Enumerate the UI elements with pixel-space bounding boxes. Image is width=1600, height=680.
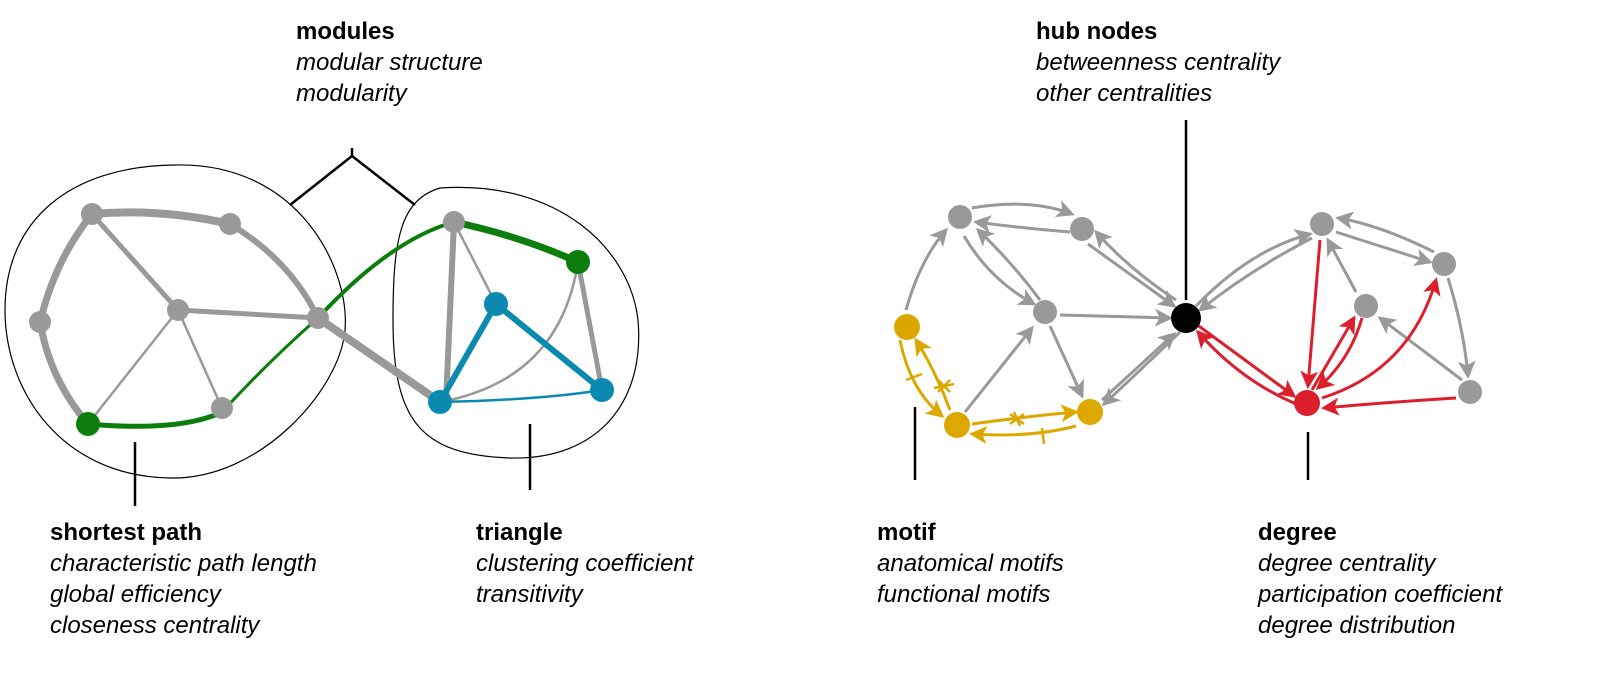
degree-item: degree centrality: [1258, 550, 1436, 577]
triangle-item: transitivity: [476, 581, 583, 608]
callout-lines-left: [133, 148, 532, 506]
motif-node: [1077, 399, 1103, 425]
shortest-path-item: global efficiency: [50, 581, 221, 608]
degree-item: participation coefficient: [1258, 581, 1503, 608]
hub-node: [1171, 303, 1201, 333]
gray-directed-edges: [904, 200, 1476, 413]
node: [167, 299, 189, 321]
node: [219, 213, 241, 235]
motif-edges: [898, 337, 1079, 445]
node: [29, 311, 51, 333]
degree-label: degree degree centrality participation c…: [1258, 517, 1502, 641]
motif-tick-marks: [905, 372, 1046, 445]
triangle-title: triangle: [476, 519, 563, 546]
motif-node: [944, 412, 970, 438]
triangle-node: [590, 378, 614, 402]
hub-nodes-item: betweenness centrality: [1036, 49, 1281, 76]
motif-node: [894, 314, 920, 340]
shortest-path-label: shortest path characteristic path length…: [50, 517, 317, 641]
triangle-node: [484, 292, 508, 316]
motif-item: anatomical motifs: [877, 550, 1064, 577]
degree-title: degree: [1258, 519, 1337, 546]
motif-title: motif: [877, 519, 936, 546]
triangle-item: clustering coefficient: [476, 550, 694, 577]
path-node: [76, 412, 100, 436]
shortest-path-item: closeness centrality: [50, 612, 260, 639]
right-nodes: [894, 205, 1482, 438]
node: [81, 203, 103, 225]
modules-label: modules modular structure modularity: [296, 16, 483, 109]
node: [211, 397, 233, 419]
node: [443, 211, 465, 233]
shortest-path-item: characteristic path length: [50, 550, 317, 577]
node: [1070, 217, 1094, 241]
node: [307, 307, 329, 329]
modules-item: modularity: [296, 80, 407, 107]
degree-node: [1294, 390, 1320, 416]
callout-lines-right: [913, 120, 1310, 480]
hub-nodes-title: hub nodes: [1036, 18, 1158, 45]
module-left-outline: [4, 164, 346, 479]
red-degree-edges: [1195, 239, 1457, 416]
left-nodes: [29, 203, 614, 436]
motif-item: functional motifs: [877, 581, 1051, 608]
node: [1458, 380, 1482, 404]
node: [1432, 252, 1456, 276]
module-right-outline: [392, 186, 640, 459]
node: [1310, 212, 1334, 236]
hub-nodes-label: hub nodes betweenness centrality other c…: [1036, 16, 1280, 109]
hub-nodes-item: other centralities: [1036, 80, 1213, 107]
modules-item: modular structure: [296, 49, 483, 76]
path-node: [566, 250, 590, 274]
degree-item: degree distribution: [1258, 612, 1456, 639]
left-edges: [36, 208, 605, 428]
triangle-edges: [437, 301, 605, 405]
modules-title: modules: [296, 18, 395, 45]
triangle-node: [428, 390, 452, 414]
shortest-path-title: shortest path: [50, 519, 203, 546]
node: [948, 205, 972, 229]
motif-label: motif anatomical motifs functional motif…: [877, 517, 1064, 610]
triangle-label: triangle clustering coefficient transiti…: [476, 517, 693, 610]
node: [1354, 294, 1378, 318]
node: [1033, 300, 1057, 324]
